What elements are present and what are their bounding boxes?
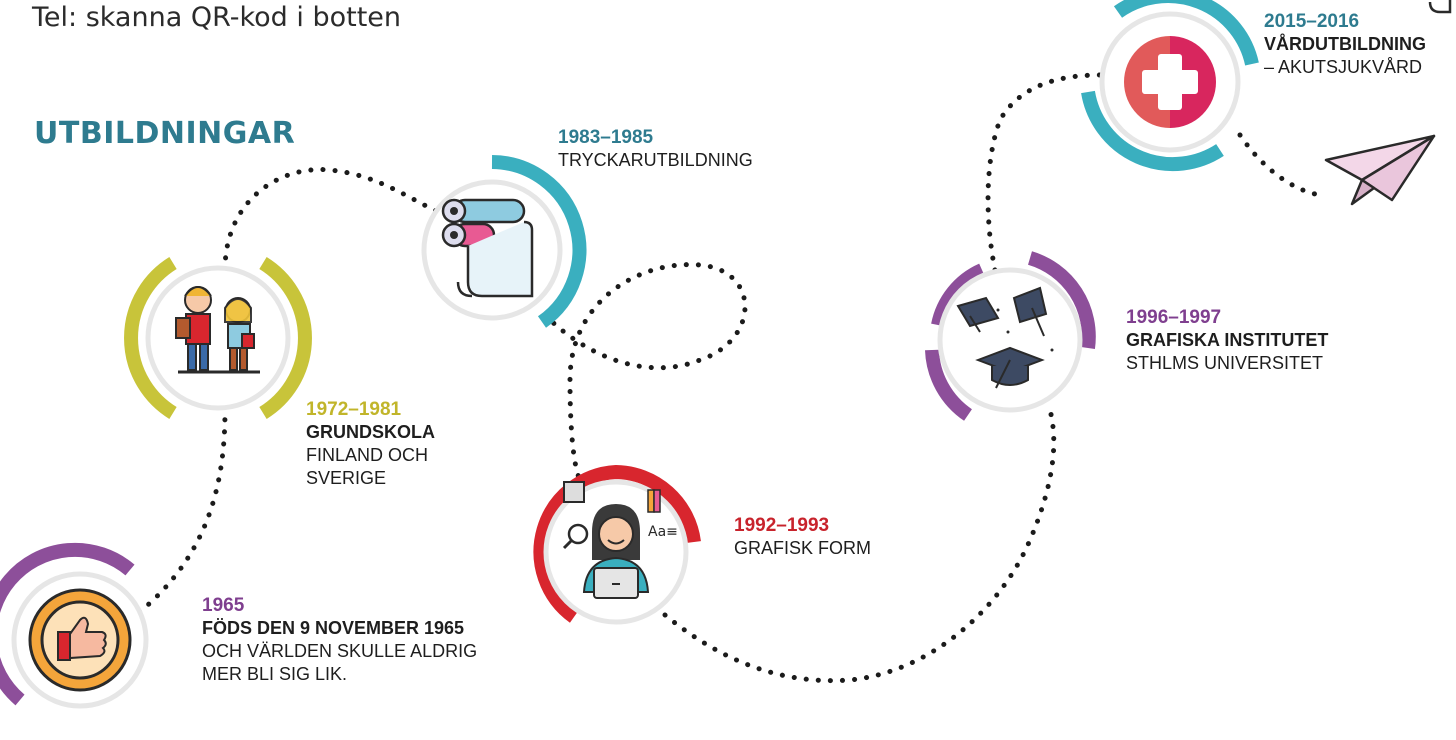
label-birth: 1965 FÖDS DEN 9 NOVEMBER 1965 OCH VÄRLDE… xyxy=(202,594,477,686)
title-school: GRUNDSKOLA xyxy=(306,422,435,442)
milestone-print xyxy=(392,150,592,350)
milestone-care xyxy=(1070,0,1270,182)
title-institute: GRAFISKA INSTITUTET xyxy=(1126,330,1329,350)
desc-birth-1: OCH VÄRLDEN SKULLE ALDRIG xyxy=(202,641,478,661)
svg-text:Aa≡: Aa≡ xyxy=(648,524,678,540)
label-school: 1972–1981 GRUNDSKOLA FINLAND OCH SVERIGE xyxy=(306,398,435,490)
paper-plane-icon xyxy=(1324,134,1436,206)
label-print: 1983–1985 TRYCKARUTBILDNING xyxy=(558,126,753,172)
desc-birth-2: MER BLI SIG LIK. xyxy=(202,664,348,684)
graduation-caps-icon xyxy=(956,286,1054,389)
desc-care-1: – AKUTSJUKVÅRD xyxy=(1264,57,1423,77)
label-graphic: 1992–1993 GRAFISK FORM xyxy=(734,514,871,560)
year-graphic: 1992–1993 xyxy=(734,515,830,536)
dotted-timeline-path xyxy=(97,72,1323,684)
label-care: 2015–2016 VÅRDUTBILDNING – AKUTSJUKVÅRD xyxy=(1264,10,1426,79)
year-birth: 1965 xyxy=(202,595,245,616)
printing-rollers-icon xyxy=(441,198,534,298)
milestone-institute xyxy=(910,240,1110,440)
desc-school-1: FINLAND OCH xyxy=(306,445,429,465)
label-institute: 1996–1997 GRAFISKA INSTITUTET STHLMS UNI… xyxy=(1126,306,1328,375)
graphic-designer-icon: Aa≡ xyxy=(562,481,678,599)
milestone-school xyxy=(118,238,318,438)
desc-graphic-1: GRAFISK FORM xyxy=(734,538,872,558)
year-print: 1983–1985 xyxy=(558,127,654,148)
thumbs-up-badge-icon xyxy=(28,588,132,692)
year-institute: 1996–1997 xyxy=(1126,307,1222,328)
section-title: UTBILDNINGAR xyxy=(34,116,296,151)
milestone-graphic: Aa≡ xyxy=(516,452,716,652)
school-children-icon xyxy=(175,286,260,374)
desc-institute-1: STHLMS UNIVERSITET xyxy=(1126,353,1324,373)
corner-frame-icon xyxy=(1428,0,1452,14)
desc-print-1: TRYCKARUTBILDNING xyxy=(558,150,753,170)
milestone-birth xyxy=(0,540,180,740)
medical-cross-icon xyxy=(1124,36,1216,128)
title-birth: FÖDS DEN 9 NOVEMBER 1965 xyxy=(202,618,465,638)
year-school: 1972–1981 xyxy=(306,399,402,420)
contact-text: Tel: skanna QR-kod i botten xyxy=(32,2,402,33)
title-care: VÅRDUTBILDNING xyxy=(1264,34,1426,54)
desc-school-2: SVERIGE xyxy=(306,468,387,488)
year-care: 2015–2016 xyxy=(1264,11,1360,32)
